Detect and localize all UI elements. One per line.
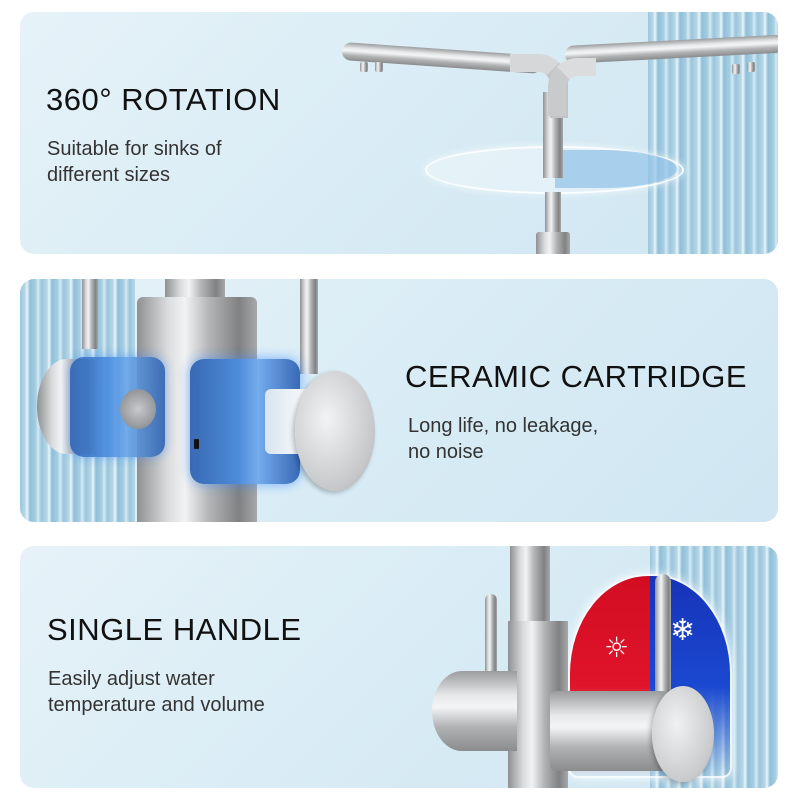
feature-panel-cartridge: CERAMIC CARTRIDGE Long life, no leakage,… (20, 279, 778, 522)
feature-panel-single-handle: SINGLE HANDLE Easily adjust water temper… (20, 546, 778, 788)
feature-title: CERAMIC CARTRIDGE (405, 359, 748, 394)
feature-description: Easily adjust water temperature and volu… (48, 668, 265, 716)
feature-description: Suitable for sinks of different sizes (47, 138, 222, 186)
feature-panel-rotation: 360° ROTATION Suitable for sinks of diff… (20, 12, 778, 254)
feature-title: SINGLE HANDLE (47, 612, 302, 647)
feature-title: 360° ROTATION (46, 82, 281, 117)
feature-description: Long life, no leakage, no noise (408, 415, 599, 463)
sun-icon: ☼ (604, 631, 630, 664)
snowflake-icon: ❄ (670, 613, 696, 648)
